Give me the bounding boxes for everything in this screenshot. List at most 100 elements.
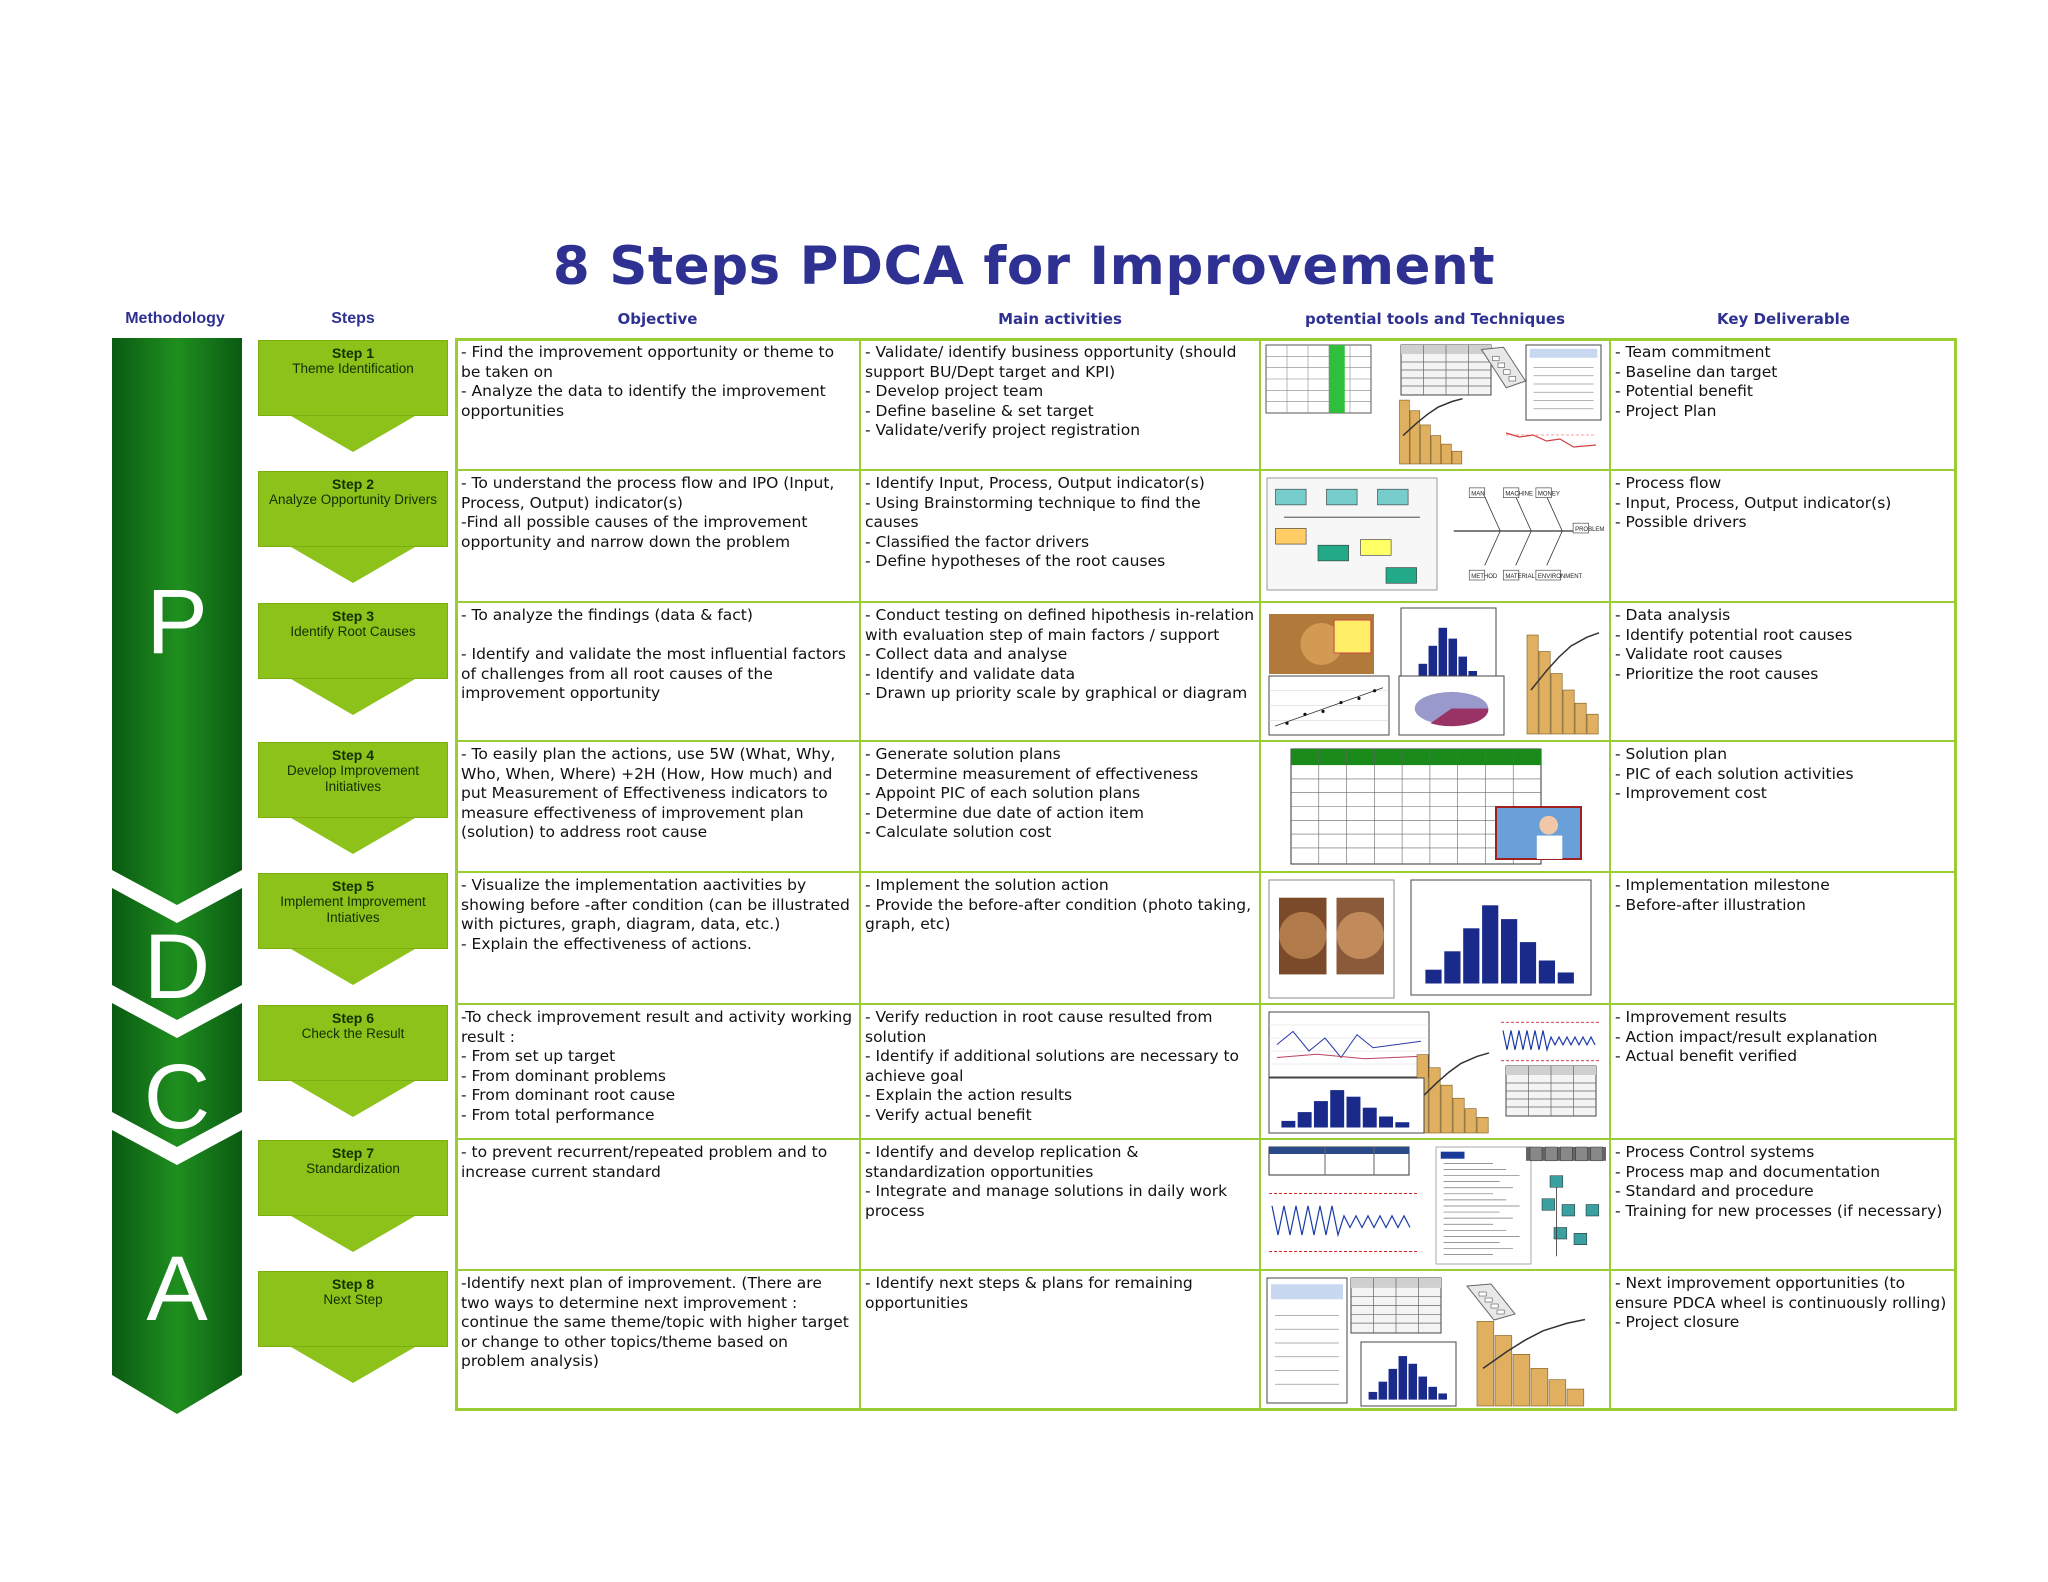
activities-cell: - Generate solution plans - Determine me… <box>865 745 1199 842</box>
objective-cell: -To check improvement result and activit… <box>461 1008 853 1124</box>
check-sheet-icon <box>1400 344 1492 396</box>
phase-p-label: P <box>146 571 207 673</box>
procedure-document-icon <box>1435 1146 1532 1265</box>
deliverable-cell: - Implementation milestone - Before-afte… <box>1615 876 1830 914</box>
step-number: Step 4 <box>331 747 374 763</box>
objective-cell: - Visualize the implementation aactiviti… <box>461 876 850 953</box>
header-methodology: Methodology <box>125 310 225 327</box>
photo-icon <box>1269 614 1374 674</box>
process-flow-icon <box>1266 477 1438 591</box>
step-name: Identify Root Causes <box>290 624 416 639</box>
histogram-icon <box>1268 1077 1425 1134</box>
objective-cell: - To analyze the findings (data & fact) … <box>461 606 846 703</box>
process-map-icon <box>1526 1146 1606 1257</box>
step-name: Implement Improvement Intiatives <box>280 894 426 925</box>
activities-cell: - Conduct testing on defined hipothesis … <box>865 606 1255 703</box>
data-sheet-icon <box>1265 344 1372 414</box>
phase-a-chevron <box>112 1130 242 1414</box>
row-divider <box>455 601 1957 603</box>
deliverable-cell: - Solution plan - PIC of each solution a… <box>1615 745 1854 803</box>
step-down-arrow <box>291 1347 415 1383</box>
phase-c-chevron <box>112 1003 242 1147</box>
row-divider <box>455 871 1957 873</box>
phase-d-chevron <box>112 888 242 1020</box>
deliverable-cell: - Process flow - Input, Process, Output … <box>1615 474 1892 532</box>
step-name: Check the Result <box>301 1026 405 1041</box>
row-divider <box>455 1269 1957 1271</box>
step-down-arrow <box>291 1216 415 1252</box>
header-tools: potential tools and Techniques <box>1304 310 1566 328</box>
column-divider <box>1609 338 1611 1411</box>
fishbone-label: METHOD <box>1471 574 1498 580</box>
objective-cell: - to prevent recurrent/repeated problem … <box>461 1143 828 1181</box>
step-name: Next Step <box>323 1292 383 1307</box>
line-chart-icon <box>1268 1011 1430 1078</box>
tools-cell <box>1265 344 1602 465</box>
flowchart-icon <box>1466 1283 1516 1321</box>
control-chart-icon <box>1501 1014 1601 1069</box>
step-down-arrow <box>291 818 415 854</box>
step-number: Step 2 <box>331 476 374 492</box>
trend-chart-icon <box>1505 421 1597 461</box>
activities-cell: - Validate/ identify business opportunit… <box>865 343 1237 440</box>
tools-cell <box>1268 1146 1606 1265</box>
objective-cell: - Find the improvement opportunity or th… <box>461 343 835 420</box>
fishbone-label: PROBLEM <box>1575 527 1604 533</box>
steps-table <box>455 338 1957 1411</box>
fishbone-label: MAN <box>1471 492 1484 498</box>
check-sheet-icon <box>1505 1065 1597 1117</box>
header-activities: Main activities <box>998 310 1122 328</box>
deliverable-cell: - Improvement results - Action impact/re… <box>1615 1008 1878 1066</box>
step-number: Step 5 <box>331 878 374 894</box>
pareto-chart-icon <box>1476 1318 1586 1407</box>
phase-d-label: D <box>144 916 210 1018</box>
step-number: Step 7 <box>331 1145 374 1161</box>
fishbone-label: MONEY <box>1538 492 1560 498</box>
header-objective: Objective <box>617 310 698 328</box>
phase-c-label: C <box>144 1046 210 1148</box>
fishbone-label: ENVIRONMENT <box>1538 574 1583 580</box>
step-number: Step 6 <box>331 1010 374 1026</box>
deliverable-cell: - Team commitment - Baseline dan target … <box>1615 343 1778 420</box>
before-after-photo-icon <box>1268 879 1395 999</box>
activities-cell: - Verify reduction in root cause resulte… <box>865 1008 1240 1124</box>
presenter-photo-icon <box>1495 806 1582 860</box>
step-number: Step 3 <box>331 608 374 624</box>
histogram-icon <box>1360 1341 1457 1407</box>
form-icon <box>1525 344 1602 421</box>
fishbone-label: MACHINE <box>1505 492 1533 498</box>
row-divider <box>455 1003 1957 1005</box>
step-number: Step 8 <box>331 1276 374 1292</box>
pareto-chart-icon <box>1416 1052 1490 1134</box>
step-name: Standardization <box>306 1161 400 1176</box>
activities-cell: - Identify next steps & plans for remain… <box>865 1274 1193 1312</box>
deliverable-cell: - Data analysis - Identify potential roo… <box>1615 606 1853 683</box>
scatter-plot-icon <box>1268 675 1390 736</box>
control-chart-icon <box>1269 1181 1419 1264</box>
page-title: 8 Steps PDCA for Improvement <box>552 236 1496 297</box>
objective-cell: - To understand the process flow and IPO… <box>461 474 835 551</box>
control-table-icon <box>1268 1146 1410 1176</box>
activities-cell: - Identify and develop replication & sta… <box>865 1143 1228 1220</box>
step-name: Theme Identification <box>292 361 414 376</box>
step-down-arrow <box>291 679 415 715</box>
column-divider <box>1259 338 1261 1411</box>
deliverable-cell: - Next improvement opportunities (to ens… <box>1615 1274 1947 1332</box>
step-name: Analyze Opportunity Drivers <box>268 492 438 507</box>
phase-p-chevron <box>112 338 242 905</box>
check-sheet-icon <box>1350 1277 1442 1334</box>
pareto-chart-icon <box>1526 632 1600 735</box>
row-divider <box>455 469 1957 471</box>
pdca-band: P D C A <box>112 338 242 1414</box>
tools-cell <box>1268 879 1592 999</box>
